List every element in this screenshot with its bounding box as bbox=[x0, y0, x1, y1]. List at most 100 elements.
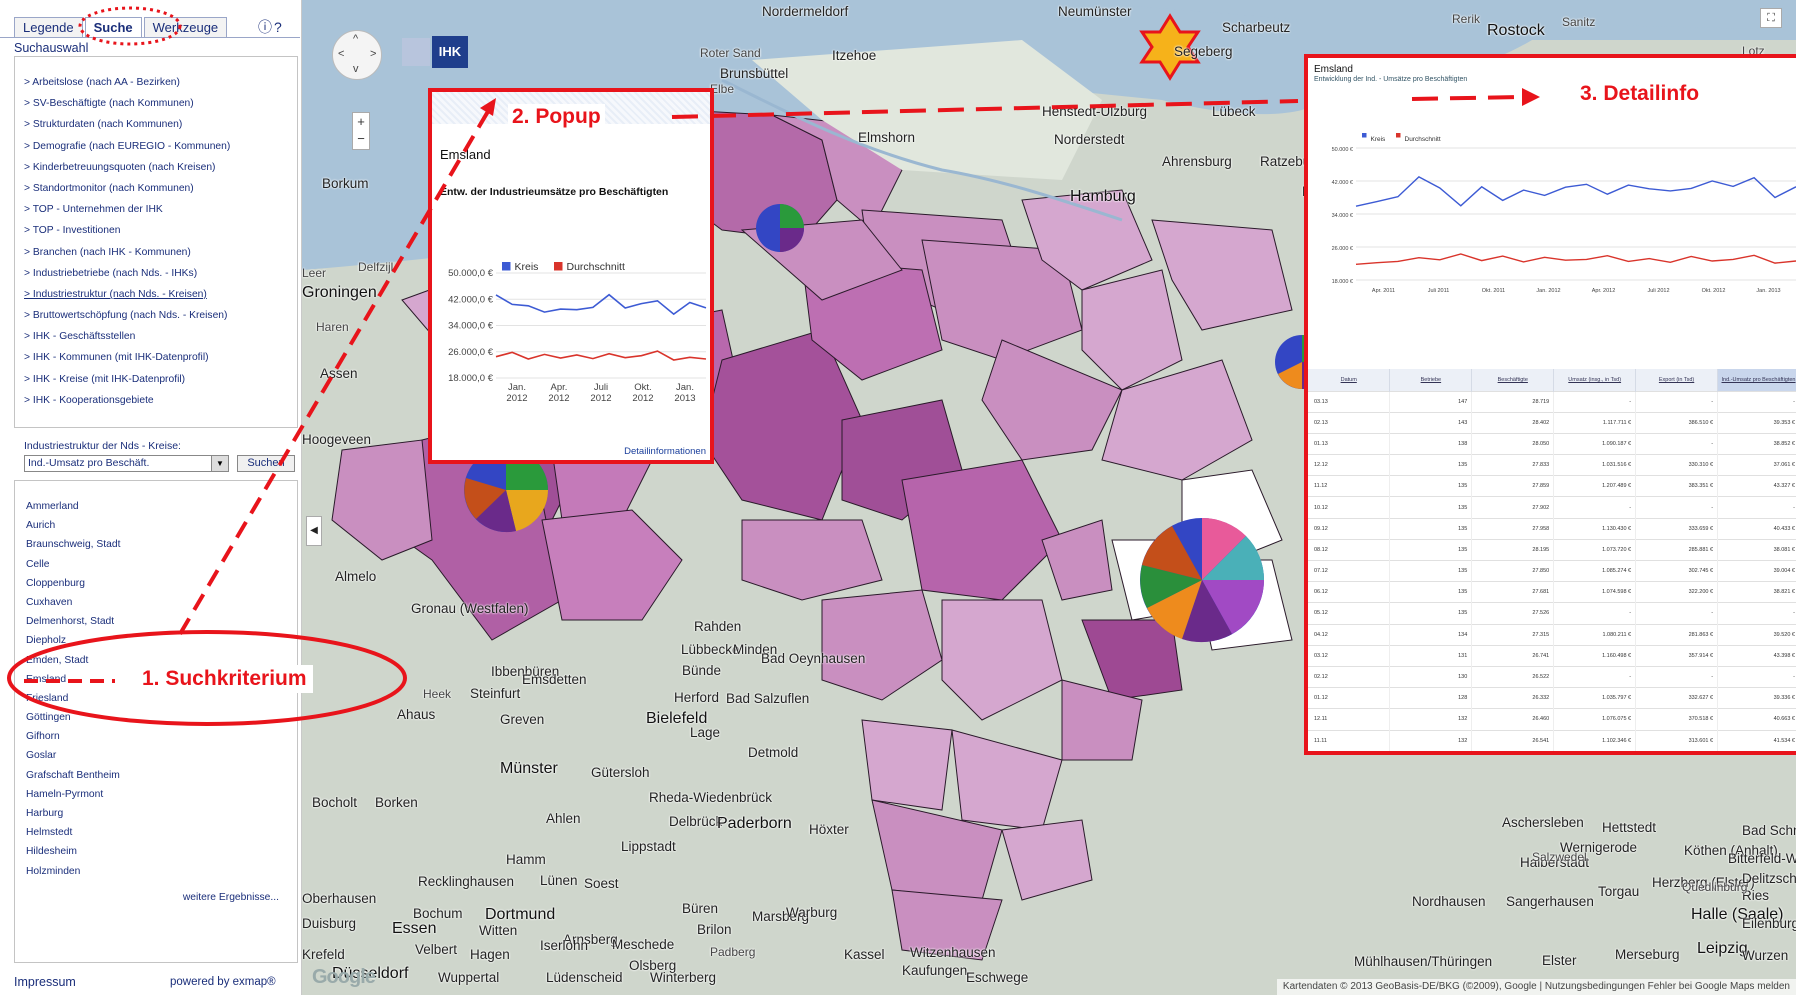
table-cell: - bbox=[1553, 390, 1637, 413]
table-cell: 27.902 bbox=[1471, 496, 1555, 519]
topic-item[interactable]: > IHK - Kommunen (mit IHK-Datenprofil) bbox=[24, 352, 209, 364]
district-hameln-pyrmont[interactable] bbox=[821, 589, 943, 701]
result-item[interactable]: Gifhorn bbox=[26, 731, 60, 743]
result-item[interactable]: Ammerland bbox=[26, 501, 79, 512]
table-column-header[interactable]: Ind.-Umsatz pro Beschäftigten bbox=[1717, 369, 1796, 391]
topic-item[interactable]: > IHK - Kooperationsgebiete bbox=[24, 394, 154, 406]
table-column-header[interactable]: Umsatz (insg., in Tsd) bbox=[1553, 369, 1637, 391]
result-item[interactable]: Grafschaft Bentheim bbox=[26, 769, 120, 781]
tab-suche[interactable]: Suche bbox=[84, 17, 142, 37]
more-results-link[interactable]: weitere Ergebnisse... bbox=[182, 892, 279, 903]
topic-item[interactable]: > Standortmonitor (nach Kommunen) bbox=[24, 182, 194, 194]
district-osnabrueck[interactable] bbox=[541, 509, 683, 621]
district-uelzen[interactable] bbox=[1081, 269, 1183, 391]
table-cell: 28.195 bbox=[1471, 538, 1555, 561]
result-item[interactable]: Harburg bbox=[26, 808, 64, 819]
result-item[interactable]: Cloppenburg bbox=[26, 577, 85, 589]
district-osterode[interactable] bbox=[1001, 819, 1093, 901]
info-help-icon[interactable]: ⓘ? bbox=[258, 19, 284, 35]
chevron-down-icon[interactable]: ▼ bbox=[211, 456, 228, 471]
district-grafschaft-bentheim[interactable] bbox=[331, 439, 433, 561]
table-column-header[interactable]: Beschäftigte bbox=[1471, 369, 1555, 391]
table-cell: 302.745 € bbox=[1635, 559, 1719, 582]
district-lueneburg[interactable] bbox=[1021, 189, 1153, 291]
table-cell: 27.850 bbox=[1471, 559, 1555, 582]
topic-item[interactable]: > Industriebetriebe (nach Nds. - IHKs) bbox=[24, 267, 198, 279]
table-column-header[interactable]: Betriebe bbox=[1389, 369, 1473, 391]
arrow-up-icon[interactable]: ^ bbox=[353, 33, 359, 45]
table-cell: 03.12 bbox=[1308, 644, 1391, 667]
district-celle[interactable] bbox=[981, 339, 1123, 461]
table-cell: 43.327 € bbox=[1717, 475, 1796, 497]
topic-item[interactable]: > Kinderbetreuungsquoten (nach Kreisen) bbox=[24, 161, 216, 173]
city-label: Nordermeldorf bbox=[762, 4, 849, 19]
result-item[interactable]: Celle bbox=[26, 558, 50, 570]
topic-item[interactable]: > IHK - Geschäftsstellen bbox=[24, 331, 136, 343]
table-cell: 386.510 € bbox=[1635, 411, 1719, 434]
city-label: Brilon bbox=[697, 922, 732, 937]
zoom-in-icon[interactable]: + bbox=[357, 114, 365, 129]
district-wolfenbuettel[interactable] bbox=[1081, 619, 1183, 701]
table-column-header[interactable]: Export (in Tsd) bbox=[1635, 369, 1719, 391]
pie-chart[interactable] bbox=[756, 204, 804, 252]
zoom-control[interactable]: + − bbox=[352, 112, 370, 150]
fullscreen-icon[interactable]: ⛶ bbox=[1760, 8, 1782, 28]
pie-chart[interactable] bbox=[1140, 517, 1265, 643]
tab-legende[interactable]: Legende bbox=[14, 17, 83, 37]
topic-item[interactable]: > TOP - Unternehmen der IHK bbox=[24, 204, 163, 216]
impressum-link[interactable]: Impressum bbox=[14, 975, 76, 989]
result-item[interactable]: Braunschweig, Stadt bbox=[26, 539, 121, 551]
topic-item[interactable]: > Strukturdaten (nach Kommunen) bbox=[24, 119, 183, 131]
topic-item[interactable]: > TOP - Investitionen bbox=[24, 225, 121, 237]
result-item[interactable]: Aurich bbox=[26, 520, 56, 532]
district-goettingen[interactable] bbox=[891, 889, 1003, 961]
result-item[interactable]: Cuxhaven bbox=[26, 596, 73, 608]
city-label: Wurzen bbox=[1742, 948, 1789, 963]
arrow-down-icon[interactable]: v bbox=[353, 63, 359, 75]
arrow-left-icon[interactable]: < bbox=[338, 48, 345, 60]
topic-item[interactable]: > Branchen (nach IHK - Kommunen) bbox=[24, 246, 191, 258]
result-item[interactable]: Hameln-Pyrmont bbox=[26, 788, 104, 800]
district-holzminden[interactable] bbox=[861, 719, 953, 811]
ihk-logo-text: IHK bbox=[432, 36, 468, 68]
topic-item[interactable]: > Demografie (nach EUREGIO - Kommunen) bbox=[24, 140, 231, 152]
criteria-select[interactable]: Ind.-Umsatz pro Beschäft. ▼ bbox=[24, 455, 229, 472]
district-luechow-dannenberg[interactable] bbox=[1151, 219, 1293, 331]
tab-werkzeuge[interactable]: Werkzeuge bbox=[143, 17, 228, 37]
search-button[interactable]: Suchen bbox=[237, 455, 295, 472]
city-label: Groningen bbox=[302, 284, 377, 301]
result-item[interactable]: Holzminden bbox=[26, 865, 81, 877]
city-label: Steinfurt bbox=[470, 686, 521, 701]
help-icon[interactable]: ? bbox=[274, 19, 284, 35]
topic-item[interactable]: > Industriestruktur (nach Nds. - Kreisen… bbox=[24, 288, 207, 300]
arrow-right-icon[interactable]: > bbox=[370, 48, 377, 60]
district-salzgitter[interactable] bbox=[1061, 679, 1143, 761]
table-column-header[interactable]: Datum bbox=[1308, 369, 1391, 391]
ihk-logo-mark bbox=[402, 38, 430, 66]
table-cell: 05.12 bbox=[1308, 602, 1391, 625]
result-item[interactable]: Göttingen bbox=[26, 712, 71, 724]
result-item[interactable]: Hildesheim bbox=[26, 846, 77, 858]
table-cell: 39.520 € bbox=[1717, 623, 1796, 646]
topic-item[interactable]: > IHK - Kreise (mit IHK-Datenprofil) bbox=[24, 373, 186, 385]
result-item[interactable]: Diepholz bbox=[26, 635, 67, 647]
topic-item[interactable]: > SV-Beschäftigte (nach Kommunen) bbox=[24, 98, 194, 110]
district-hildesheim[interactable] bbox=[941, 599, 1063, 721]
result-item[interactable]: Delmenhorst, Stadt bbox=[26, 616, 115, 628]
pan-control[interactable]: ^ < > v bbox=[332, 30, 382, 80]
district-hannover[interactable] bbox=[901, 459, 1063, 601]
topic-item[interactable]: > Arbeitslose (nach AA - Bezirken) bbox=[24, 77, 180, 88]
detail-info-link[interactable]: Detailinformationen bbox=[624, 446, 706, 457]
result-item[interactable]: Goslar bbox=[26, 750, 57, 762]
zoom-out-icon[interactable]: − bbox=[357, 131, 365, 146]
topic-item[interactable]: > Bruttowertschöpfung (nach Nds. - Kreis… bbox=[24, 310, 228, 322]
ihk-logo: IHK bbox=[402, 34, 472, 68]
result-item[interactable]: Helmstedt bbox=[26, 827, 73, 839]
x-tick-label: 2012 bbox=[632, 393, 653, 404]
district-gifhorn[interactable] bbox=[1101, 359, 1253, 481]
district-goslar[interactable] bbox=[951, 729, 1063, 831]
district-schaumburg[interactable] bbox=[741, 519, 883, 601]
district-peine[interactable] bbox=[1041, 519, 1113, 601]
collapse-sidebar-button[interactable]: ◀ bbox=[306, 516, 322, 546]
